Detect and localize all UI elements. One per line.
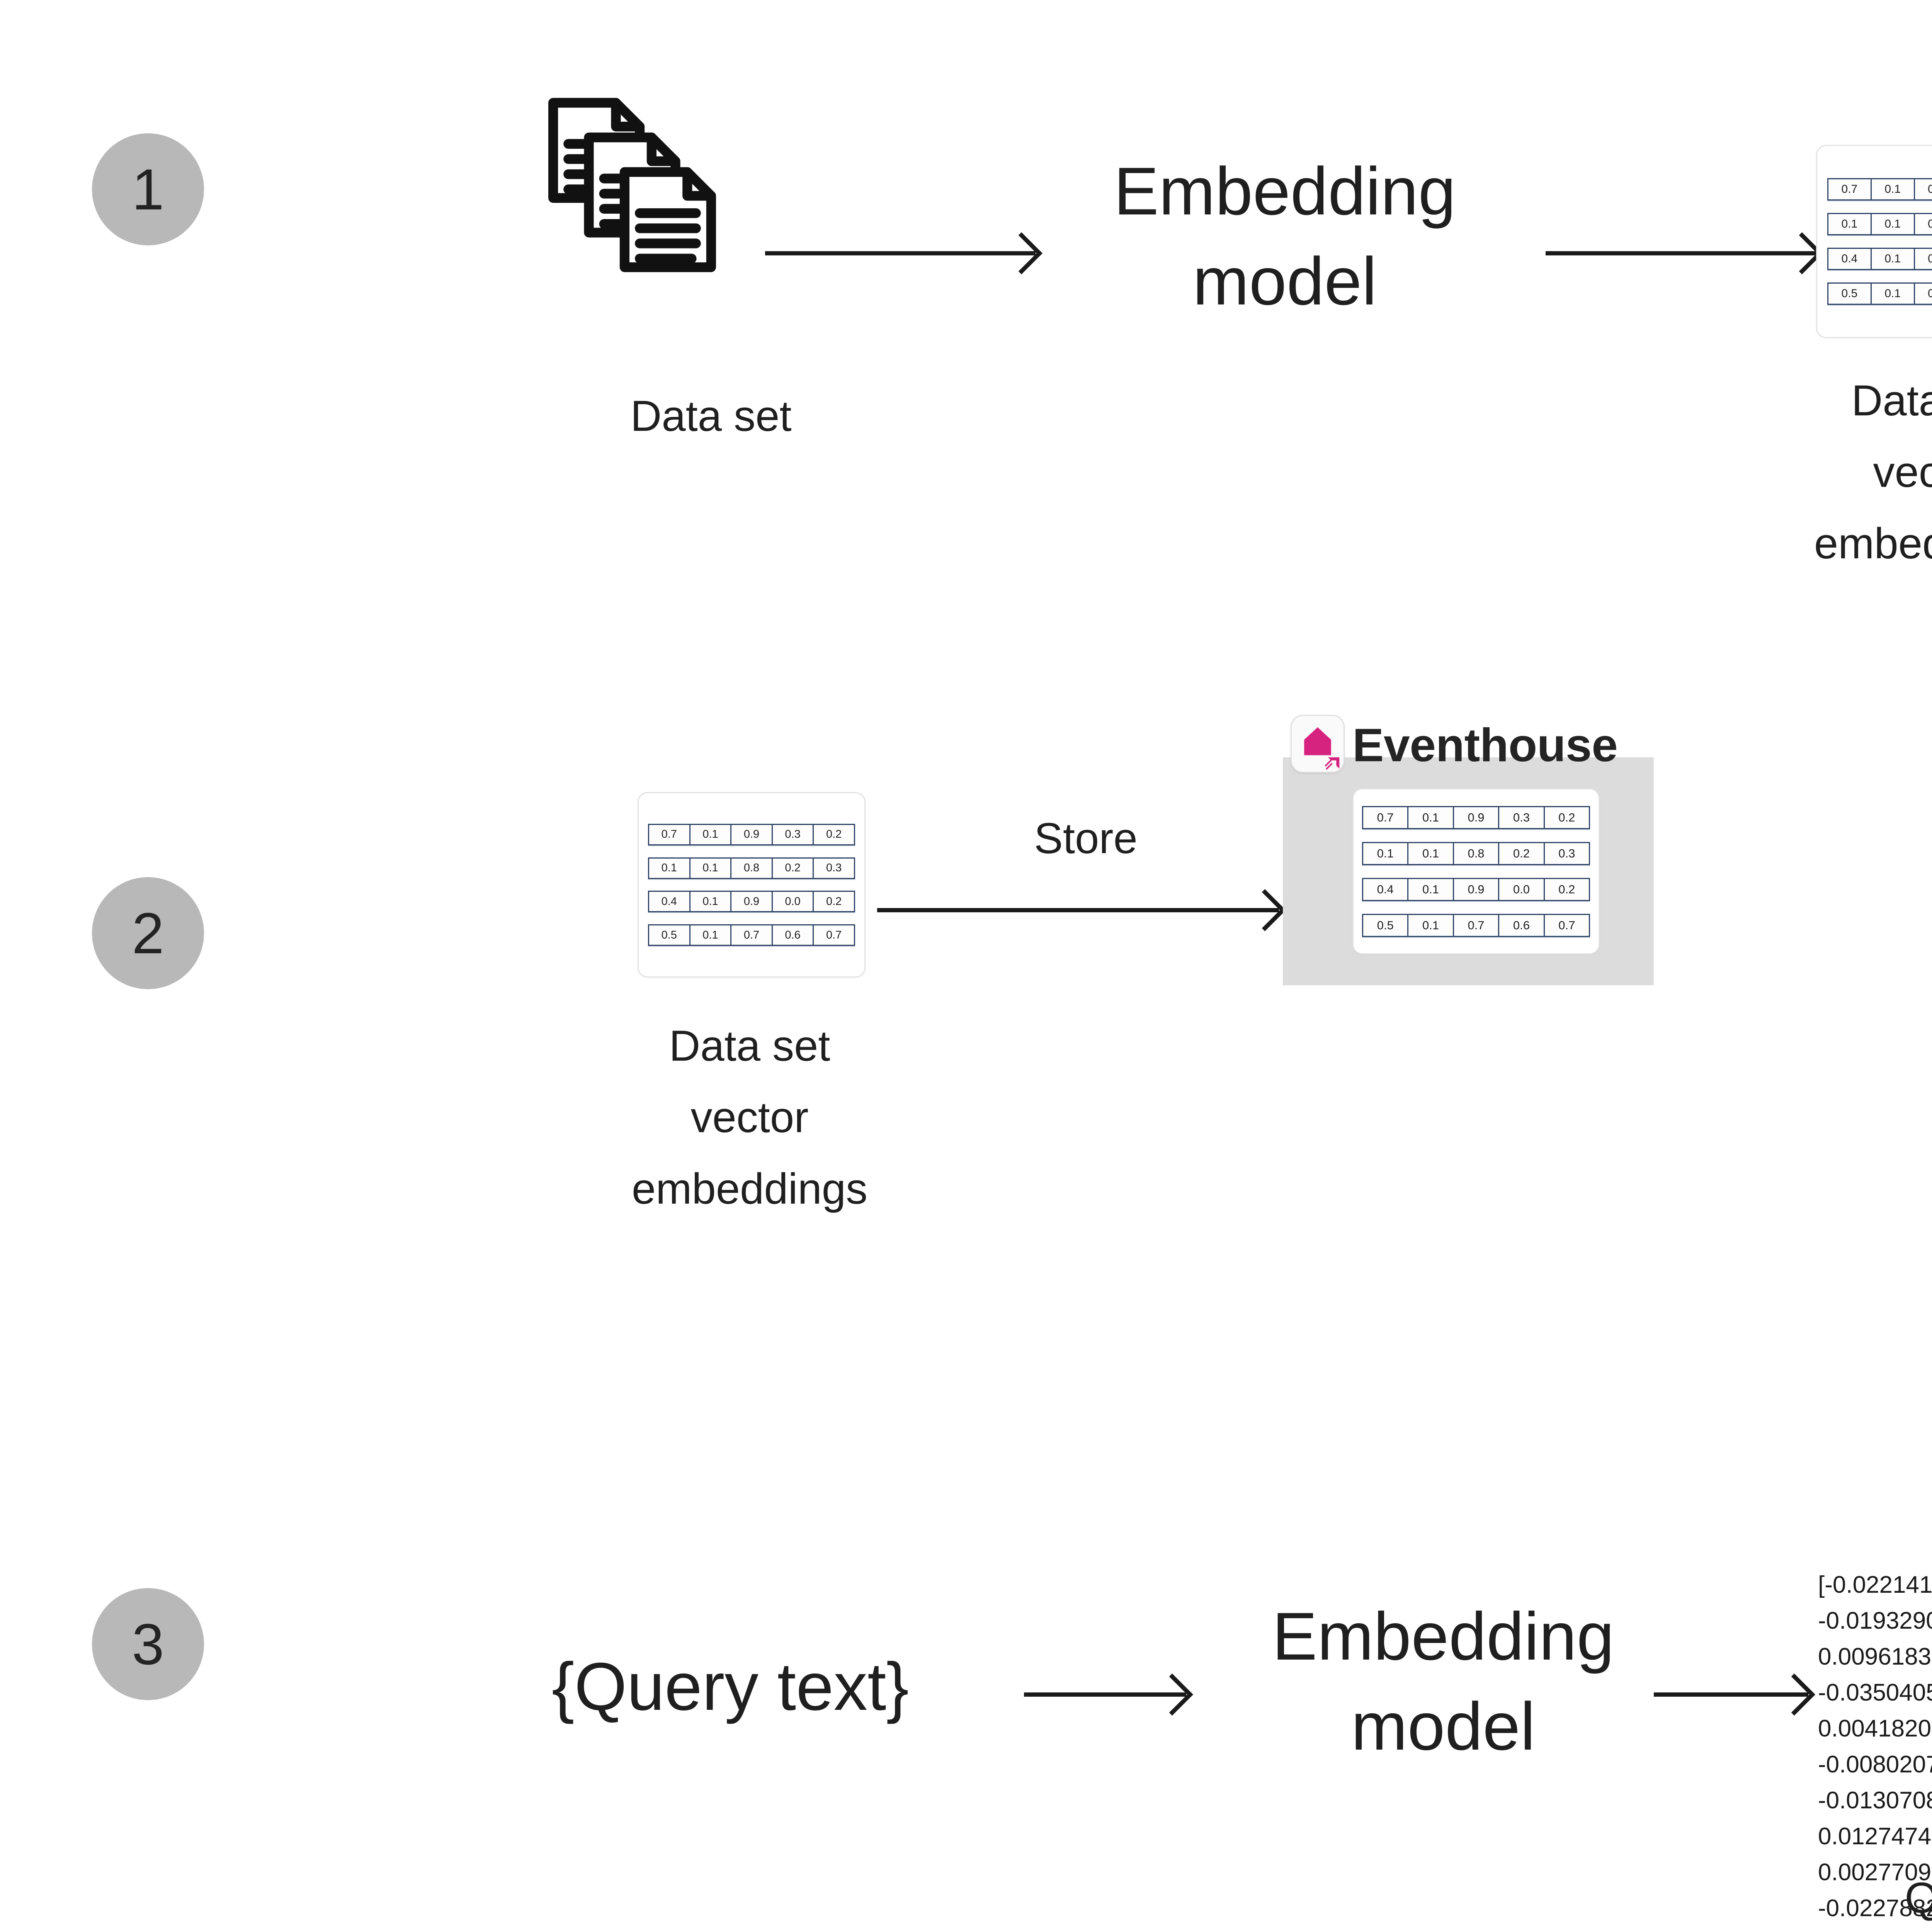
- matrix-cell: 0.3: [826, 862, 842, 874]
- matrix-cell: 0.2: [1558, 882, 1575, 896]
- query-vector-caption-step3: Query vector embedding: [1905, 1874, 1932, 1922]
- matrix-cell: 0.7: [1828, 179, 1872, 200]
- matrix-cell: 0.2: [826, 895, 842, 908]
- matrix-cell: 0.9: [1454, 879, 1500, 900]
- matrix-cell: 0.3: [1499, 807, 1545, 828]
- dataset-embeddings-caption: Data set vector embeddings: [1814, 376, 1932, 568]
- matrix-cell: 0.2: [826, 828, 842, 841]
- matrix-cell: 0.7: [826, 929, 842, 941]
- matrix-cell: 0.1: [1872, 283, 1915, 304]
- matrix-cell: 0.0: [1499, 879, 1545, 900]
- query-text-label: {Query text}: [551, 1649, 909, 1725]
- step2-embeddings-caption: Data set vector embeddings: [631, 1022, 868, 1213]
- matrix-cell: 0.5: [649, 925, 690, 945]
- matrix-cell: 0.0: [773, 892, 814, 912]
- matrix-cell: 0.7: [1915, 284, 1932, 304]
- matrix-cell: 0.1: [690, 825, 732, 844]
- matrix-cell: 0.2: [1558, 810, 1575, 824]
- matrix-row: 0.40.10.90.00.2: [1827, 247, 1932, 270]
- matrix-cell: 0.9: [1454, 807, 1500, 828]
- embedding-model-label-1: Embedding model: [1114, 154, 1456, 319]
- matrix-cell: 0.7: [731, 925, 773, 945]
- step-badge-2: 2: [92, 877, 204, 989]
- matrix-cell: 0.2: [1499, 843, 1545, 864]
- matrix-cell: 0.7: [1363, 807, 1409, 828]
- matrix-cell: 0.9: [731, 825, 773, 844]
- dataset-caption: Data set: [630, 392, 792, 440]
- step-badge-3: 3: [92, 1588, 204, 1700]
- dataset-vector-matrix: 0.70.10.90.30.20.10.10.80.20.30.40.10.90…: [1816, 145, 1932, 338]
- matrix-row: 0.10.10.80.20.3: [1827, 213, 1932, 236]
- matrix-cell: 0.7: [649, 825, 690, 844]
- step-badge-1: 1: [92, 133, 204, 245]
- embedding-model-label-3: Embedding model: [1272, 1599, 1614, 1764]
- matrix-cell: 0.8: [1915, 214, 1932, 234]
- matrix-cell: 0.1: [1408, 879, 1454, 900]
- matrix-cell: 0.1: [1408, 915, 1454, 936]
- matrix-cell: 0.4: [649, 892, 690, 912]
- matrix-cell: 0.7: [1558, 918, 1575, 932]
- matrix-cell: 0.1: [649, 858, 690, 878]
- matrix-cell: 0.6: [1499, 915, 1545, 936]
- matrix-cell: 0.1: [1408, 807, 1454, 828]
- query-vector-text-step3: [-0.022141311317682266, -0.0193290878087…: [1818, 1571, 1932, 1932]
- matrix-cell: 0.7: [1454, 915, 1500, 936]
- matrix-cell: 0.3: [773, 825, 814, 844]
- matrix-row: 0.70.10.90.30.2: [1827, 178, 1932, 201]
- matrix-cell: 0.1: [1828, 214, 1872, 235]
- matrix-cell: 0.1: [1363, 843, 1409, 864]
- documents-icon: [529, 81, 746, 298]
- matrix-cell: 0.1: [690, 892, 732, 912]
- eventhouse-logo-icon: [1291, 715, 1345, 773]
- matrix-cell: 0.1: [1872, 248, 1915, 269]
- matrix-cell: 0.8: [731, 858, 773, 878]
- matrix-cell: 0.1: [690, 858, 732, 878]
- matrix-row: 0.50.10.70.60.7: [1827, 282, 1932, 305]
- matrix-cell: 0.5: [1828, 283, 1872, 304]
- matrix-cell: 0.2: [773, 858, 814, 878]
- matrix-cell: 0.9: [1915, 249, 1932, 269]
- matrix-cell: 0.4: [1828, 248, 1872, 269]
- matrix-cell: 0.4: [1363, 879, 1409, 900]
- matrix-cell: 0.9: [1915, 179, 1932, 199]
- matrix-cell: 0.3: [1558, 846, 1575, 860]
- eventhouse-title-step2: Eventhouse: [1352, 719, 1618, 771]
- matrix-cell: 0.1: [1872, 214, 1915, 235]
- store-label: Store: [1034, 814, 1138, 862]
- matrix-cell: 0.1: [690, 925, 732, 945]
- matrix-cell: 0.8: [1454, 843, 1500, 864]
- matrix-cell: 0.5: [1363, 915, 1409, 936]
- matrix-cell: 0.1: [1408, 843, 1454, 864]
- matrix-cell: 0.9: [731, 892, 773, 912]
- matrix-cell: 0.6: [773, 925, 814, 945]
- matrix-cell: 0.1: [1872, 179, 1915, 200]
